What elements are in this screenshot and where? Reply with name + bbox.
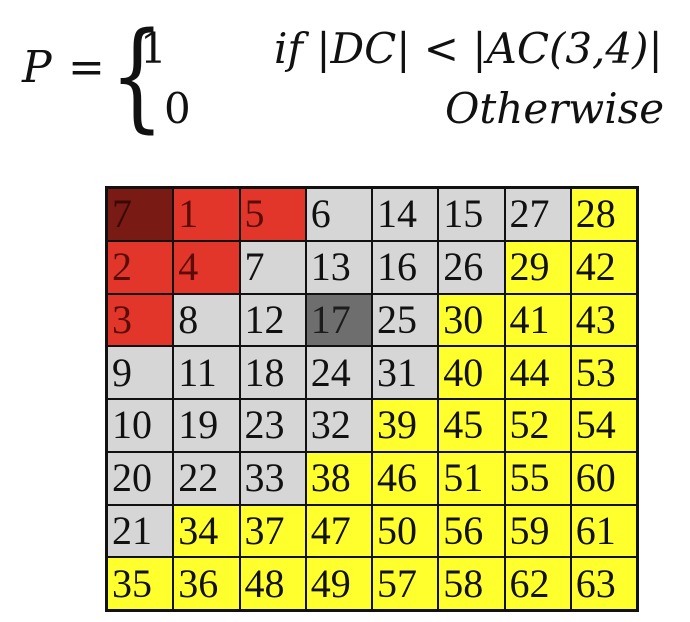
grid-cell: 50 [372,504,439,558]
grid-cell: 7 [107,188,174,241]
grid-cell: 24 [305,346,372,399]
formula-lhs: P [22,42,52,93]
grid-cell: 13 [305,240,372,294]
grid-cell: 47 [305,504,372,558]
grid-cell: 12 [239,293,306,347]
grid-cell: 39 [372,399,439,452]
grid-cell: 49 [305,557,372,610]
grid-cell: 3 [107,293,174,347]
grid-cell: 33 [239,451,306,505]
grid-cell: 57 [372,557,439,610]
grid-cell: 53 [570,346,637,399]
grid-cell: 19 [173,399,240,452]
formula-brace: { [110,6,165,144]
grid-cell: 37 [239,504,306,558]
grid-cell: 18 [239,346,306,399]
formula-case2-condition: Otherwise [445,84,665,133]
grid-cell: 35 [107,557,174,610]
grid-cell: 46 [372,451,439,505]
grid-cell: 26 [438,240,505,294]
grid-cell: 56 [438,504,505,558]
grid-cell: 45 [438,399,505,452]
grid-cell: 36 [173,557,240,610]
grid-cell: 60 [570,451,637,505]
grid-cell: 32 [305,399,372,452]
grid-cell: 7 [239,240,306,294]
grid-cell: 11 [173,346,240,399]
grid-cell: 30 [438,293,505,347]
grid-cell: 34 [173,504,240,558]
grid-cell: 2 [107,240,174,294]
grid-cell: 62 [504,557,571,610]
grid-cell: 20 [107,451,174,505]
grid-cell: 48 [239,557,306,610]
grid-cell: 42 [570,240,637,294]
grid-cell: 43 [570,293,637,347]
grid-cell: 54 [570,399,637,452]
grid-cell: 8 [173,293,240,347]
grid-cell: 61 [570,504,637,558]
grid-cell: 63 [570,557,637,610]
grid-cell: 28 [570,188,637,241]
formula: P = { 1 if |DC| < |AC(3,4)| 0 Otherwise [0,0,690,160]
grid-cell: 27 [504,188,571,241]
grid-cell: 14 [372,188,439,241]
formula-case2-value: 0 [164,84,191,133]
grid-cell: 44 [504,346,571,399]
grid-cell: 9 [107,346,174,399]
grid-cell: 1 [173,188,240,241]
formula-case1-value: 1 [140,24,167,73]
formula-equals: = [68,42,105,93]
grid-cell: 58 [438,557,505,610]
grid-cell: 6 [305,188,372,241]
grid-cell: 55 [504,451,571,505]
grid-cell: 40 [438,346,505,399]
grid-cell: 59 [504,504,571,558]
grid-cell: 29 [504,240,571,294]
grid-cell: 23 [239,399,306,452]
grid-cell: 5 [239,188,306,241]
grid-cell: 51 [438,451,505,505]
grid-cell: 4 [173,240,240,294]
grid-cell: 15 [438,188,505,241]
grid-cell: 16 [372,240,439,294]
grid-cell: 31 [372,346,439,399]
grid-cell: 52 [504,399,571,452]
grid-cell: 21 [107,504,174,558]
grid-cell: 38 [305,451,372,505]
grid-cell: 41 [504,293,571,347]
grid-cell: 17 [305,293,372,347]
grid-cell: 22 [173,451,240,505]
formula-case1-condition: if |DC| < |AC(3,4)| [274,24,663,73]
grid-cell: 25 [372,293,439,347]
grid-cell: 10 [107,399,174,452]
